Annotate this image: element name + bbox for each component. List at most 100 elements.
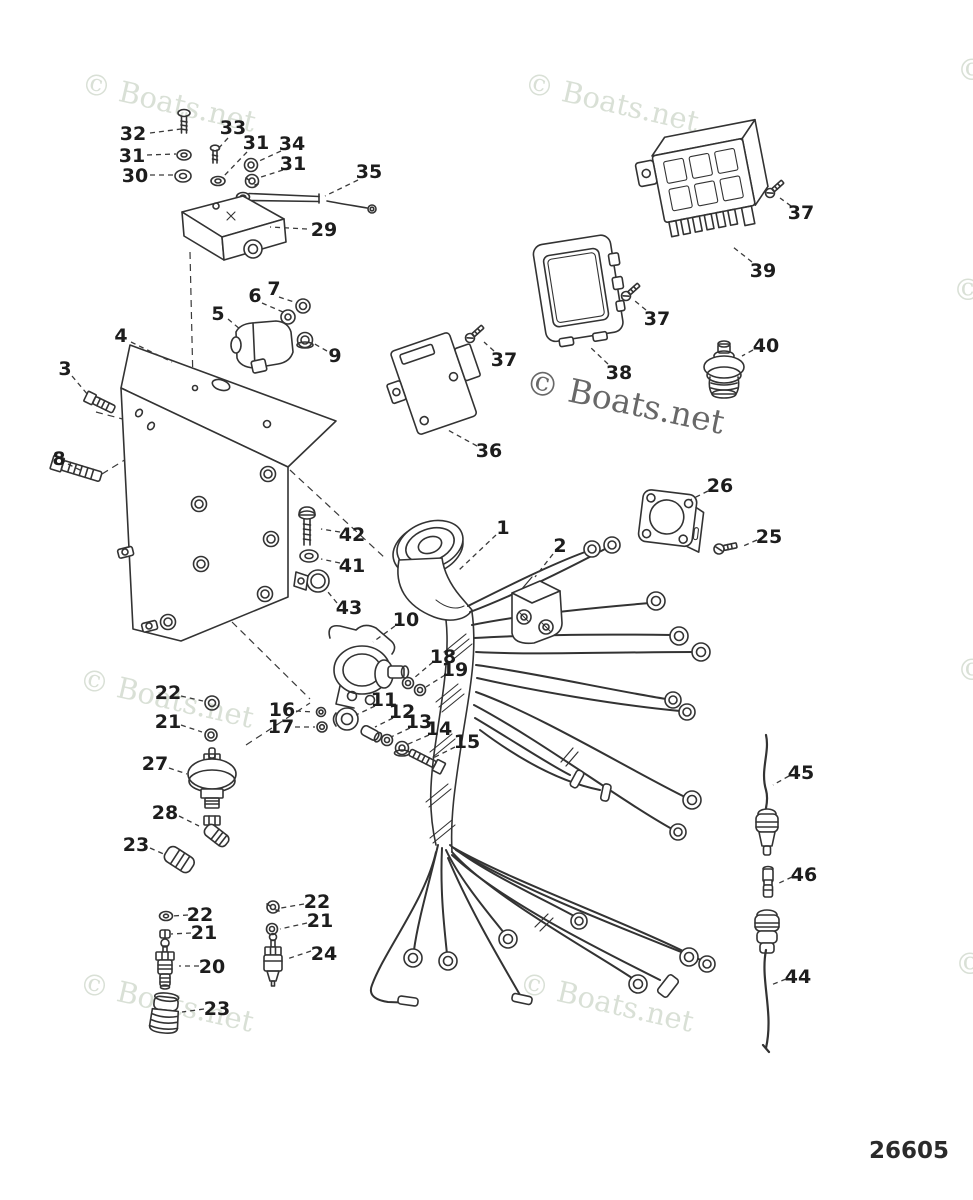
screw-37	[620, 282, 641, 302]
nut-19	[413, 683, 427, 697]
washer-6	[280, 309, 296, 325]
callout-label-38: 38	[606, 362, 632, 384]
callout-label-13: 13	[406, 711, 432, 733]
nut-22	[266, 900, 280, 914]
callout-label-18: 18	[430, 646, 456, 668]
callout-leader-line	[146, 153, 177, 156]
choke-solenoid-5	[230, 320, 294, 374]
callout-leader-line	[279, 922, 308, 930]
callout-label-37: 37	[491, 349, 517, 371]
callout-leader-line	[286, 950, 312, 960]
callout-label-7: 7	[267, 278, 280, 300]
callout-label-31: 31	[243, 132, 269, 154]
callout-leader-line	[740, 539, 758, 548]
callout-leader-line	[445, 428, 478, 447]
nut-9	[296, 331, 314, 349]
gasket-plate-26	[637, 489, 705, 553]
nut-17	[316, 721, 328, 733]
module-plate-36	[386, 332, 481, 435]
callout-label-45: 45	[788, 762, 814, 784]
bolt-3	[83, 390, 116, 414]
callout-leader-line	[269, 226, 308, 230]
fitting-28	[203, 815, 230, 848]
callout-label-27: 27	[142, 753, 168, 775]
diagram-number: 26605	[869, 1138, 949, 1164]
callout-leader-line	[149, 128, 182, 134]
callout-leader-line	[295, 710, 315, 713]
callout-leader-line	[71, 375, 89, 396]
nut-21	[159, 929, 171, 939]
washer-41	[299, 549, 319, 563]
callout-leader-line	[320, 528, 341, 533]
watermark-copyright-icon: ©	[957, 653, 973, 688]
washer-13	[380, 733, 394, 747]
pressure-sensor-27	[187, 747, 237, 809]
watermark-copyright-icon: ©	[953, 273, 973, 308]
fuse-holder-44	[754, 909, 780, 954]
callout-label-41: 41	[339, 555, 365, 577]
callout-label-22: 22	[155, 682, 181, 704]
callout-label-31: 31	[280, 153, 306, 175]
bolt-15	[408, 748, 447, 775]
callout-leader-line	[779, 197, 792, 207]
harness-ring-terminals	[397, 536, 716, 1007]
callout-label-11: 11	[371, 689, 397, 711]
callout-label-15: 15	[454, 731, 480, 753]
watermark-text: © Boats.net	[521, 66, 702, 139]
callout-leader-line	[772, 775, 790, 786]
temp-sender-20	[155, 938, 175, 990]
callout-label-22: 22	[187, 904, 213, 926]
terminal-block-2	[511, 580, 563, 645]
watermark-copyright-icon: ©	[955, 947, 973, 982]
callout-leader-line	[770, 978, 787, 986]
starter-solenoid-10	[328, 624, 410, 709]
callout-label-40: 40	[753, 335, 779, 357]
callout-leader-line	[181, 1008, 205, 1013]
fastener-stack-32-31-30	[174, 108, 260, 189]
callout-label-5: 5	[211, 303, 224, 325]
nut-22	[204, 695, 220, 711]
callout-leader-line	[320, 558, 341, 564]
callout-label-43: 43	[336, 597, 362, 619]
callout-leader-line	[180, 695, 204, 702]
nut-7	[295, 298, 311, 314]
relay-module-29	[181, 195, 287, 261]
callout-leader-line	[278, 296, 298, 304]
callout-label-4: 4	[114, 325, 127, 347]
callout-leader-line	[280, 903, 305, 909]
sensor-40	[703, 340, 745, 399]
callout-leader-line	[390, 727, 411, 738]
callout-label-23: 23	[123, 834, 149, 856]
callout-label-21: 21	[155, 711, 181, 733]
callout-leader-line	[425, 674, 446, 688]
cap-11	[332, 707, 359, 731]
bolt-8	[49, 454, 103, 482]
callout-leader-line	[170, 932, 192, 935]
callout-label-29: 29	[311, 219, 337, 241]
callout-leader-line	[324, 179, 359, 197]
callout-label-44: 44	[785, 966, 811, 988]
callout-leader-line	[327, 591, 338, 604]
callout-leader-line	[689, 490, 709, 501]
callout-leader-line	[634, 300, 647, 311]
callout-label-16: 16	[269, 699, 295, 721]
bolt-42	[298, 506, 316, 546]
screw-25	[713, 542, 738, 555]
callout-label-36: 36	[476, 440, 502, 462]
ground-wire-35	[235, 191, 377, 214]
callout-leader-line	[227, 318, 242, 331]
washer-18	[401, 676, 415, 690]
callout-label-42: 42	[339, 524, 365, 546]
callout-leader-line	[261, 302, 284, 313]
screw-37	[764, 179, 785, 199]
callout-leader-line	[413, 661, 434, 679]
callout-label-37: 37	[788, 202, 814, 224]
watermark-copyright-icon: ©	[957, 53, 973, 88]
bushing-12	[360, 724, 383, 743]
nut-21	[204, 728, 218, 742]
callout-label-12: 12	[389, 701, 415, 723]
callout-label-21: 21	[307, 910, 333, 932]
boot-23	[148, 992, 180, 1034]
nut-14	[393, 740, 411, 757]
